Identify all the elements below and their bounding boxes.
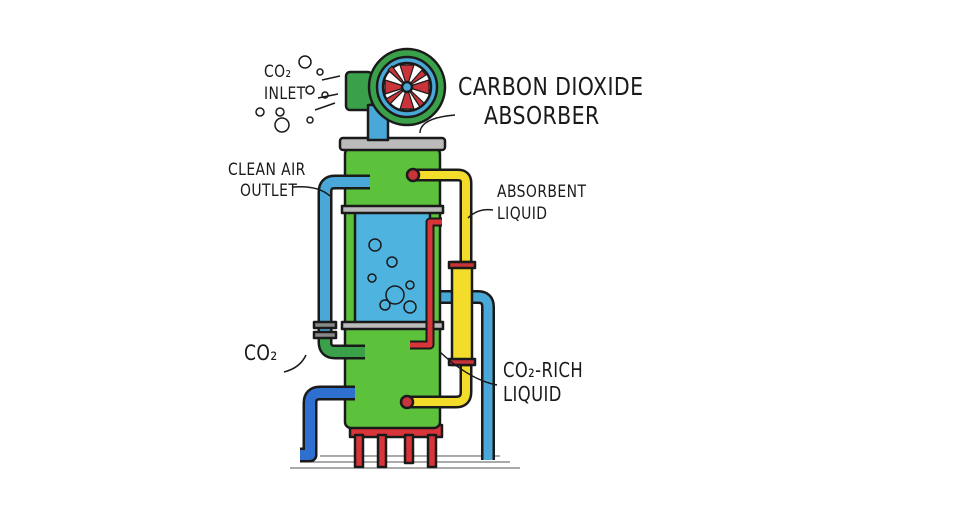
co2-inlet-label-line1: CO₂ xyxy=(264,62,292,82)
title-line1: CARBON DIOXIDE xyxy=(458,72,644,101)
clean-air-label-line1: CLEAN AIR xyxy=(228,160,306,180)
absorbent-label-line2: LIQUID xyxy=(497,204,548,224)
inlet-bubbles xyxy=(255,55,341,133)
liquid-window xyxy=(353,210,432,326)
absorbent-label-line1: ABSORBENT xyxy=(497,182,587,202)
co2-rich-label-line2: LIQUID xyxy=(503,382,562,406)
title-line2: ABSORBER xyxy=(484,101,600,130)
sight-glass xyxy=(450,260,474,367)
clean-air-label-line2: OUTLET xyxy=(240,181,298,201)
top-flange xyxy=(338,136,447,152)
tank-legs xyxy=(348,423,444,469)
co2-rich-label-line1: CO₂-RICH xyxy=(503,358,584,382)
co2-label: CO₂ xyxy=(244,341,278,365)
bubbles xyxy=(367,238,417,314)
fan-blades xyxy=(384,64,430,110)
co2-inlet-label-line2: INLET xyxy=(264,84,306,104)
leader-lines xyxy=(283,114,498,386)
